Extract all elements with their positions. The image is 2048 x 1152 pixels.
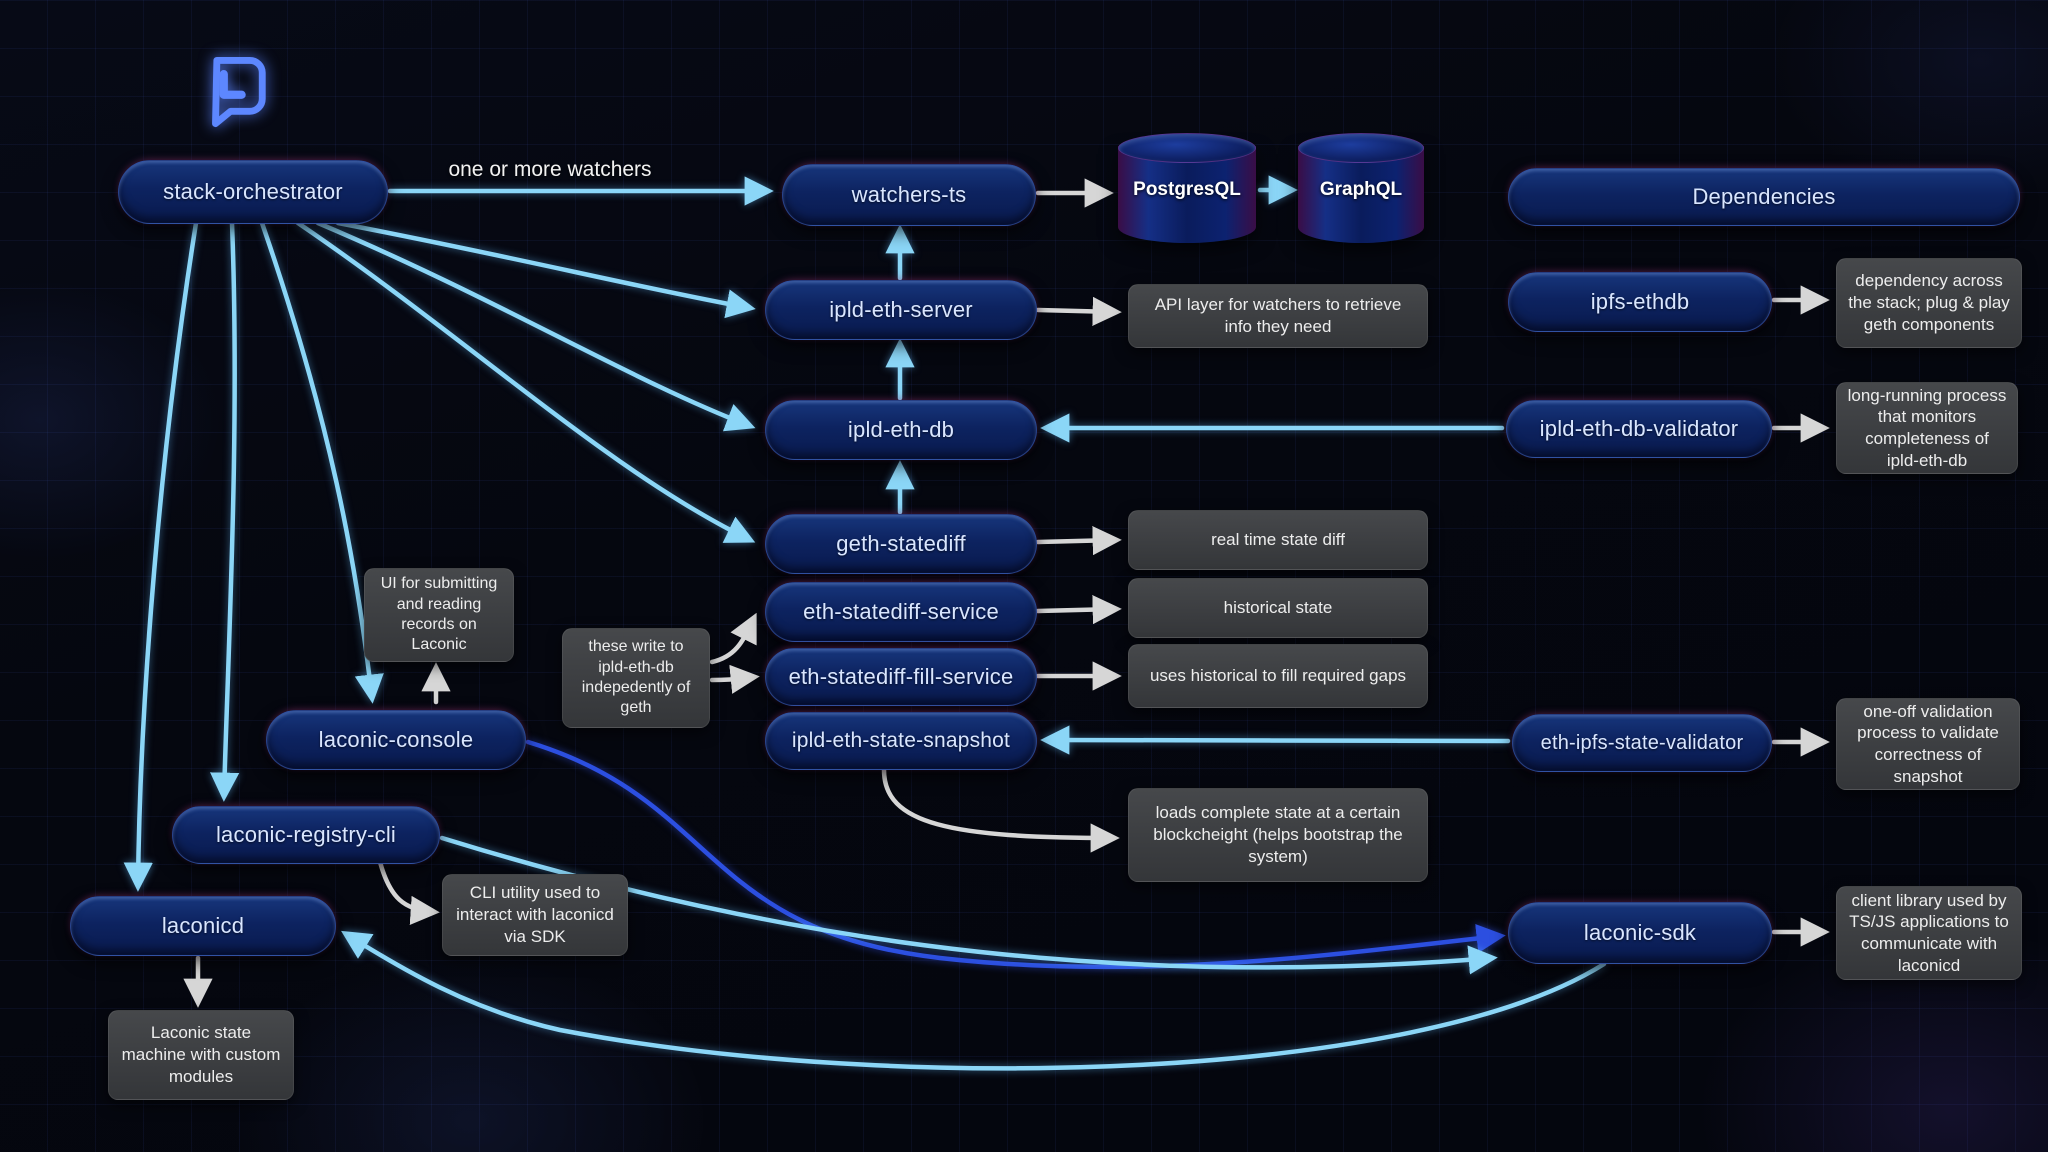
node-label: ipld-eth-db-validator	[1539, 416, 1739, 441]
node-geth-statediff: geth-statediff	[765, 514, 1037, 574]
node-label: ipld-eth-state-snapshot	[791, 729, 1011, 752]
node-watchers-ts: watchers-ts	[782, 164, 1036, 226]
annotation-fill-gaps: uses historical to fill required gaps	[1128, 644, 1428, 708]
node-ipld-eth-db: ipld-eth-db	[765, 400, 1037, 460]
node-label: ipld-eth-db	[847, 417, 955, 442]
node-graphql: GraphQL	[1298, 133, 1424, 243]
annotation-console: UI for submitting and reading records on…	[364, 568, 514, 662]
node-laconic-registry-cli: laconic-registry-cli	[172, 806, 440, 864]
node-laconicd: laconicd	[70, 896, 336, 956]
annotation-api-layer: API layer for watchers to retrieve info …	[1128, 284, 1428, 348]
annotation-historical: historical state	[1128, 578, 1428, 638]
node-label: eth-statediff-fill-service	[788, 664, 1014, 689]
cylinder-top	[1118, 133, 1256, 163]
annotation-one-off: one-off validation process to validate c…	[1836, 698, 2020, 790]
cylinder-top	[1298, 133, 1424, 163]
node-label: GraphQL	[1319, 178, 1403, 200]
node-label: ipld-eth-server	[829, 297, 973, 322]
annotation-sdk: client library used by TS/JS application…	[1836, 886, 2022, 980]
annotation-realtime: real time state diff	[1128, 510, 1428, 570]
node-ipld-eth-server: ipld-eth-server	[765, 280, 1037, 340]
annotation-write: these write to ipld-eth-db indepedently …	[562, 628, 710, 728]
annotation-laconicd: Laconic state machine with custom module…	[108, 1010, 294, 1100]
node-ipfs-ethdb: ipfs-ethdb	[1508, 272, 1772, 332]
node-eth-ipfs-state-validator: eth-ipfs-state-validator	[1512, 714, 1772, 772]
node-laconic-console: laconic-console	[266, 710, 526, 770]
node-label: laconicd	[161, 913, 245, 938]
annotation-db-validator: long-running process that monitors compl…	[1836, 382, 2018, 474]
node-label: laconic-sdk	[1583, 920, 1697, 945]
node-label: laconic-registry-cli	[215, 822, 397, 847]
node-label: eth-ipfs-state-validator	[1540, 731, 1744, 754]
annotation-ipfs-ethdb: dependency across the stack; plug & play…	[1836, 258, 2022, 348]
section-header-dependencies: Dependencies	[1508, 168, 2020, 226]
node-postgresql: PostgresQL	[1118, 133, 1256, 243]
watchers-count-label: one or more watchers	[448, 158, 652, 181]
node-label: eth-statediff-service	[803, 599, 999, 624]
node-label: watchers-ts	[851, 182, 967, 207]
node-ipld-eth-state-snapshot: ipld-eth-state-snapshot	[765, 712, 1037, 770]
node-eth-statediff-fill-service: eth-statediff-fill-service	[765, 648, 1037, 706]
node-eth-statediff-service: eth-statediff-service	[765, 582, 1037, 642]
node-label: ipfs-ethdb	[1590, 289, 1690, 314]
node-stack-orchestrator: stack-orchestrator	[118, 160, 388, 224]
node-label: Dependencies	[1692, 184, 1836, 209]
annotation-snapshot: loads complete state at a certain blockc…	[1128, 788, 1428, 882]
node-label: laconic-console	[318, 727, 474, 752]
laconic-logo	[212, 56, 266, 128]
node-label: PostgresQL	[1133, 178, 1241, 200]
annotation-cli: CLI utility used to interact with laconi…	[442, 874, 628, 956]
node-label: stack-orchestrator	[163, 179, 343, 204]
node-laconic-sdk: laconic-sdk	[1508, 902, 1772, 964]
node-label: geth-statediff	[836, 531, 966, 556]
node-ipld-eth-db-validator: ipld-eth-db-validator	[1506, 400, 1772, 458]
